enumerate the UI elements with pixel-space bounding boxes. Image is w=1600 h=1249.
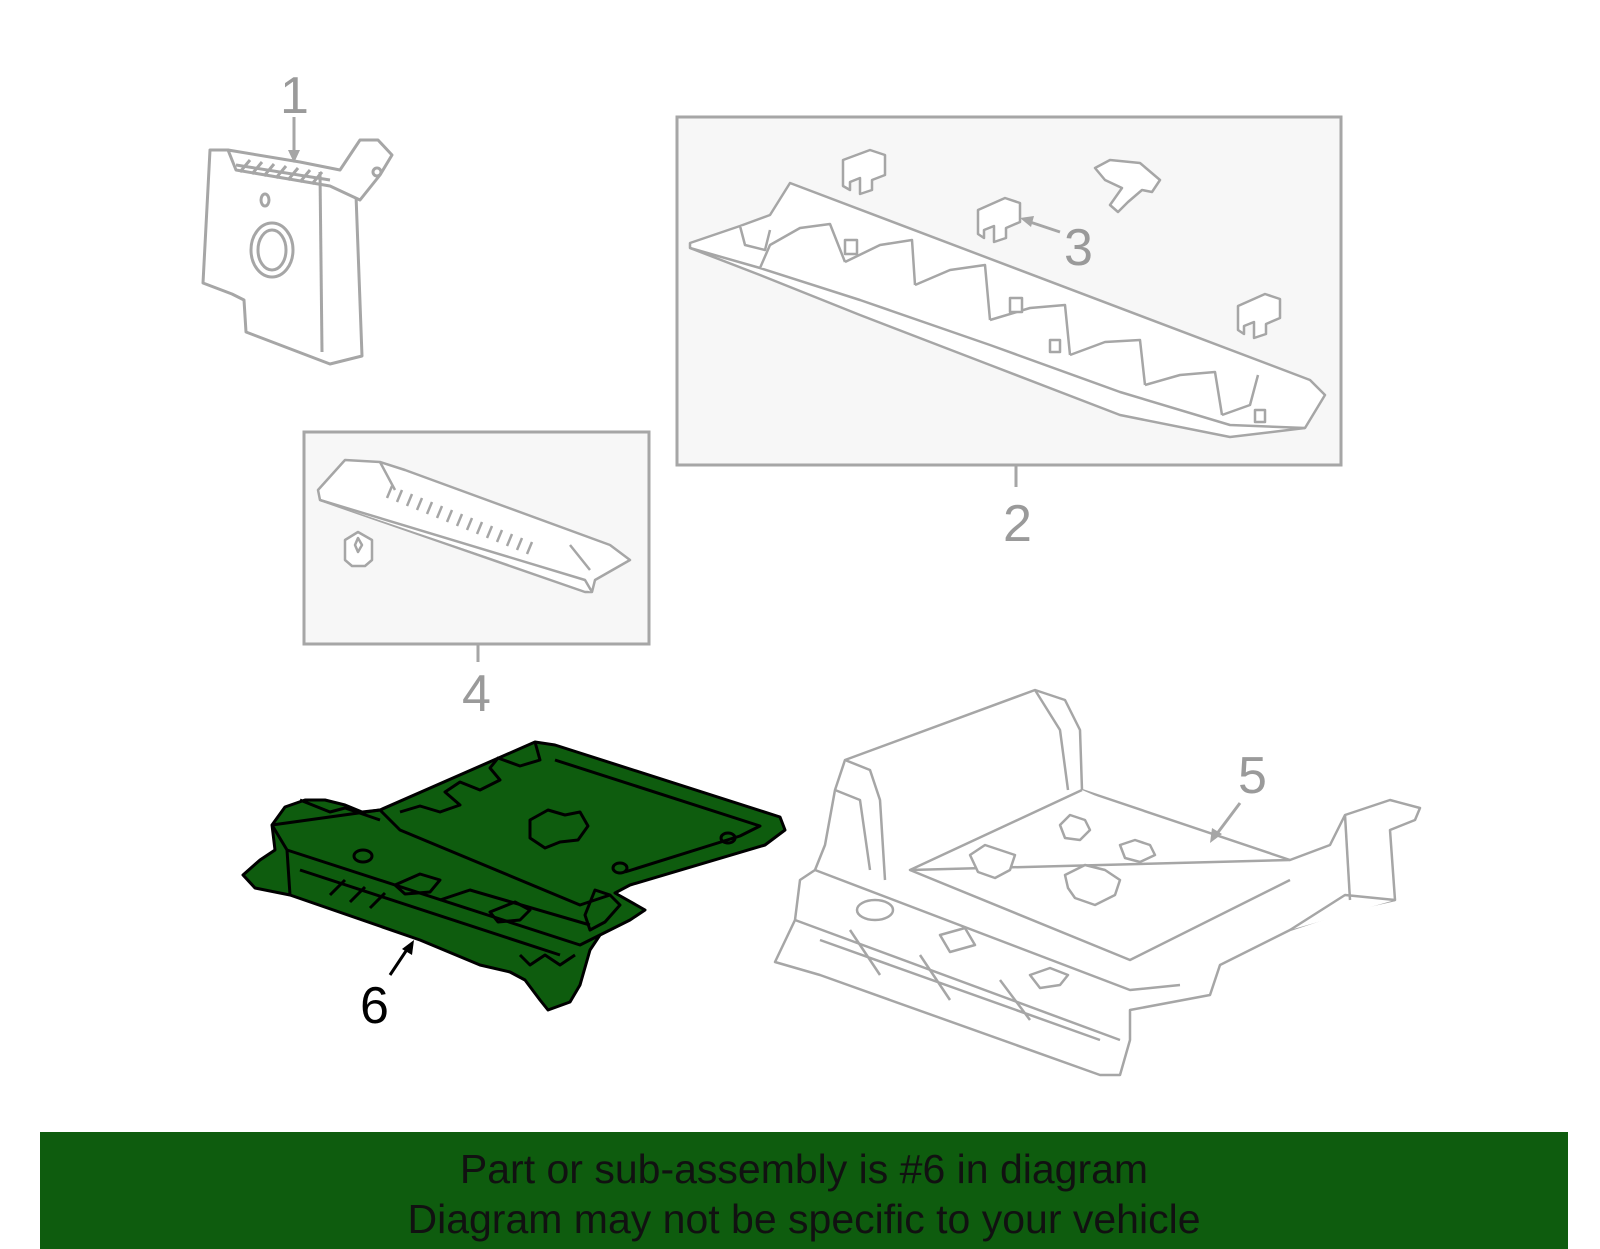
leader-3 bbox=[1029, 220, 1061, 234]
part-6-floor-panel-highlighted[interactable] bbox=[241, 740, 787, 1012]
part-3-clips[interactable] bbox=[841, 148, 1282, 340]
banner-line-1: Part or sub-assembly is #6 in diagram bbox=[459, 1146, 1149, 1192]
part-5-floor-pan[interactable] bbox=[773, 688, 1422, 1077]
callout-3: 3 bbox=[1064, 219, 1093, 277]
arrow-6 bbox=[402, 940, 414, 955]
part-4-sill-plate[interactable] bbox=[316, 458, 632, 594]
arrow-5 bbox=[1210, 828, 1222, 843]
info-banner: Part or sub-assembly is #6 in diagram Di… bbox=[40, 1132, 1568, 1249]
leader-6 bbox=[388, 947, 410, 976]
banner-line-2: Diagram may not be specific to your vehi… bbox=[407, 1196, 1201, 1242]
part-1-side-panel[interactable] bbox=[201, 138, 394, 366]
callout-5: 5 bbox=[1238, 747, 1267, 805]
callout-4: 4 bbox=[462, 665, 491, 723]
arrow-3 bbox=[1020, 216, 1034, 227]
part-2-trim-rail[interactable] bbox=[688, 181, 1327, 439]
callout-6: 6 bbox=[360, 977, 389, 1035]
leader-5 bbox=[1214, 802, 1242, 836]
callout-2: 2 bbox=[1003, 495, 1032, 553]
arrow-1 bbox=[288, 150, 300, 163]
callout-1: 1 bbox=[280, 67, 309, 125]
